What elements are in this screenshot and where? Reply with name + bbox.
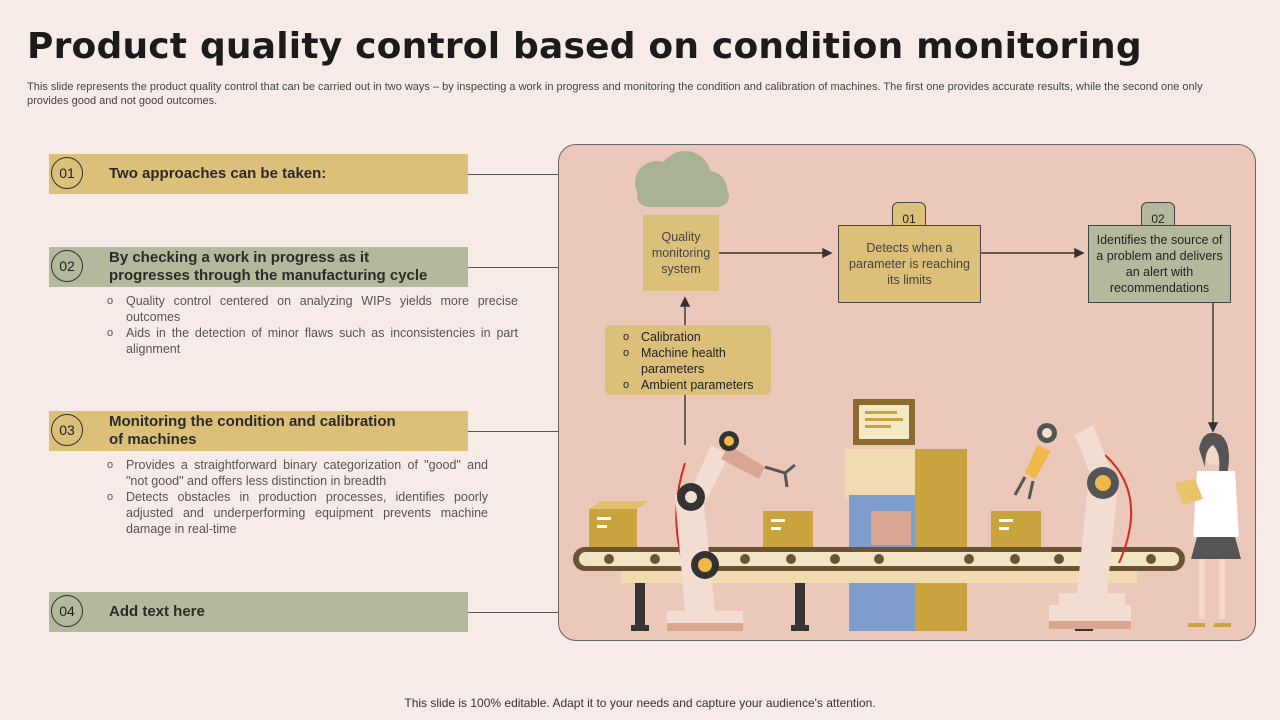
param-calibration: Calibration: [623, 329, 761, 345]
footer-note: This slide is 100% editable. Adapt it to…: [404, 696, 876, 710]
item-04-bar: 04 Add text here: [49, 592, 468, 632]
item-04-label: Add text here: [109, 603, 205, 620]
item-02-label: By checking a work in progress as it pro…: [109, 249, 428, 284]
cloud-icon: [635, 151, 729, 207]
page-subtitle: This slide represents the product qualit…: [27, 81, 1203, 107]
monitor-icon: [853, 399, 915, 445]
parameters-box: Calibration Machine health parameters Am…: [605, 325, 771, 395]
right-robot-arm: [1013, 423, 1133, 629]
item-03-label: Monitoring the condition and calibration…: [109, 413, 396, 448]
item-03-number: 03: [51, 414, 83, 446]
item-02-bar: 02 By checking a work in progress as it …: [49, 247, 468, 287]
item-03-connector: [468, 431, 558, 432]
item-04-connector: [468, 612, 558, 613]
item-01-label: Two approaches can be taken:: [109, 165, 327, 182]
product-boxes: [589, 501, 1041, 547]
item-02-number: 02: [51, 250, 83, 282]
item-02-connector: [468, 267, 558, 268]
item-03-bullet-2: Detects obstacles in production processe…: [107, 489, 488, 537]
inspection-machine: [845, 449, 967, 631]
parameters-list: Calibration Machine health parameters Am…: [605, 329, 761, 393]
inspector-person-icon: [1175, 432, 1241, 627]
item-03-bar: 03 Monitoring the condition and calibrat…: [49, 411, 468, 451]
param-machine-health: Machine health parameters: [623, 345, 761, 377]
page-title: Product quality control based on conditi…: [27, 26, 1142, 67]
step-02-box: Identifies the source of a problem and d…: [1088, 225, 1231, 303]
item-02-bullet-2: Aids in the detection of minor flaws suc…: [107, 325, 518, 357]
diagram-panel: Quality monitoring system 01 Detects whe…: [558, 144, 1256, 641]
param-ambient: Ambient parameters: [623, 377, 761, 393]
factory-illustration: [573, 151, 1241, 631]
step-01-box: Detects when a parameter is reaching its…: [838, 225, 981, 303]
item-02-bullets: Quality control centered on analyzing WI…: [106, 293, 518, 357]
item-01-number: 01: [51, 157, 83, 189]
item-03-bullet-1: Provides a straightforward binary catego…: [107, 457, 488, 489]
quality-monitoring-system-box: Quality monitoring system: [643, 215, 719, 291]
item-01-bar: 01 Two approaches can be taken:: [49, 154, 468, 194]
left-robot-arm: [667, 431, 796, 631]
item-02-bullet-1: Quality control centered on analyzing WI…: [107, 293, 518, 325]
item-04-number: 04: [51, 595, 83, 627]
item-03-bullets: Provides a straightforward binary catego…: [106, 457, 488, 537]
item-01-connector: [468, 174, 558, 175]
